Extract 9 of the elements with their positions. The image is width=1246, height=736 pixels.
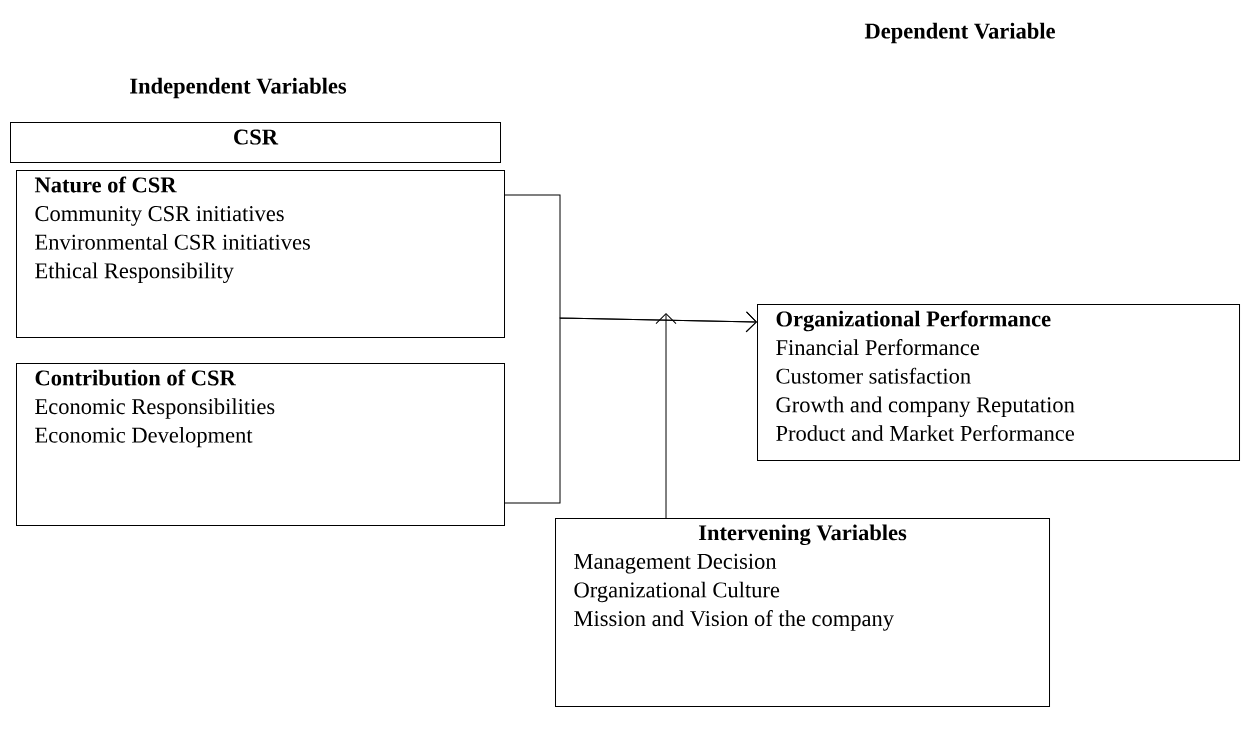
heading: Dependent Variable <box>864 22 1055 44</box>
variable-box: Nature of CSR Community CSR initiatives Environmental CSR initiatives Ethical Responsibility <box>16 170 505 338</box>
variable-box: Intervening Variables Management Decision Organizational Culture Mission and Vision of the company <box>555 518 1050 707</box>
bracket-arrow <box>503 311 757 504</box>
heading: Independent Variables <box>130 77 347 99</box>
variable-box: Organizational Performance Financial Performance Customer satisfaction Growth and company Reputation Product and Market Performance <box>757 304 1240 461</box>
section-heading-box: CSR <box>10 122 501 163</box>
variable-box: Contribution of CSR Economic Responsibilities Economic Development <box>16 363 505 526</box>
arrow <box>655 313 677 519</box>
